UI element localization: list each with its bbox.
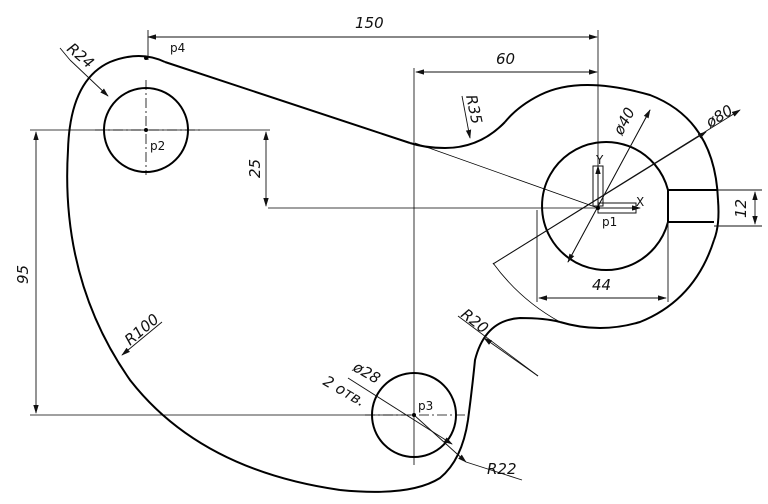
point-label-p2: p2 [150, 139, 165, 153]
dim-60: 60 [496, 50, 515, 68]
outline-arc-r100 [66, 149, 341, 491]
dim-44: 44 [592, 276, 611, 294]
axis-x-label: X [636, 195, 644, 209]
outline-bottom-r22 [339, 419, 469, 493]
dim-150: 150 [355, 14, 384, 32]
p1-axes [592, 165, 641, 214]
hole-p1-keyed [541, 141, 718, 271]
dim-d80: ø80 [702, 101, 736, 132]
center-lines [30, 30, 599, 465]
point-p2-marker [144, 128, 148, 132]
point-p4-marker [144, 56, 148, 60]
dim-d40: ø40 [609, 104, 639, 138]
outline-tangent-line [164, 61, 411, 144]
dim-95: 95 [14, 265, 32, 284]
dim-r20: R20 [458, 305, 492, 337]
dim-r35: R35 [462, 93, 486, 126]
dim-r24: R24 [63, 39, 97, 72]
outline-arc-r24 [67, 55, 166, 151]
dim-r22: R22 [487, 460, 517, 478]
point-label-p4: p4 [170, 41, 185, 55]
outline-arc-r35 [409, 121, 506, 150]
outline-arc-r40-upper [504, 84, 719, 201]
part-outline [66, 55, 720, 493]
dim-d28: ø28 [349, 357, 383, 387]
point-p1-marker [596, 206, 600, 210]
dimension-lines [33, 30, 762, 481]
axis-y-label: Y [595, 153, 604, 167]
point-label-p1: p1 [602, 215, 617, 229]
point-p3-marker [412, 413, 416, 417]
dim-12: 12 [732, 199, 750, 218]
outline-r20-neck [467, 316, 561, 421]
hole-p2 [95, 80, 200, 175]
outline-arc-r40-lower [559, 239, 715, 329]
point-label-p3: p3 [418, 399, 433, 413]
dim-25: 25 [246, 159, 264, 178]
point-markers [144, 56, 600, 417]
outline-slot-right [713, 199, 720, 241]
dim-r100: R100 [121, 310, 162, 349]
